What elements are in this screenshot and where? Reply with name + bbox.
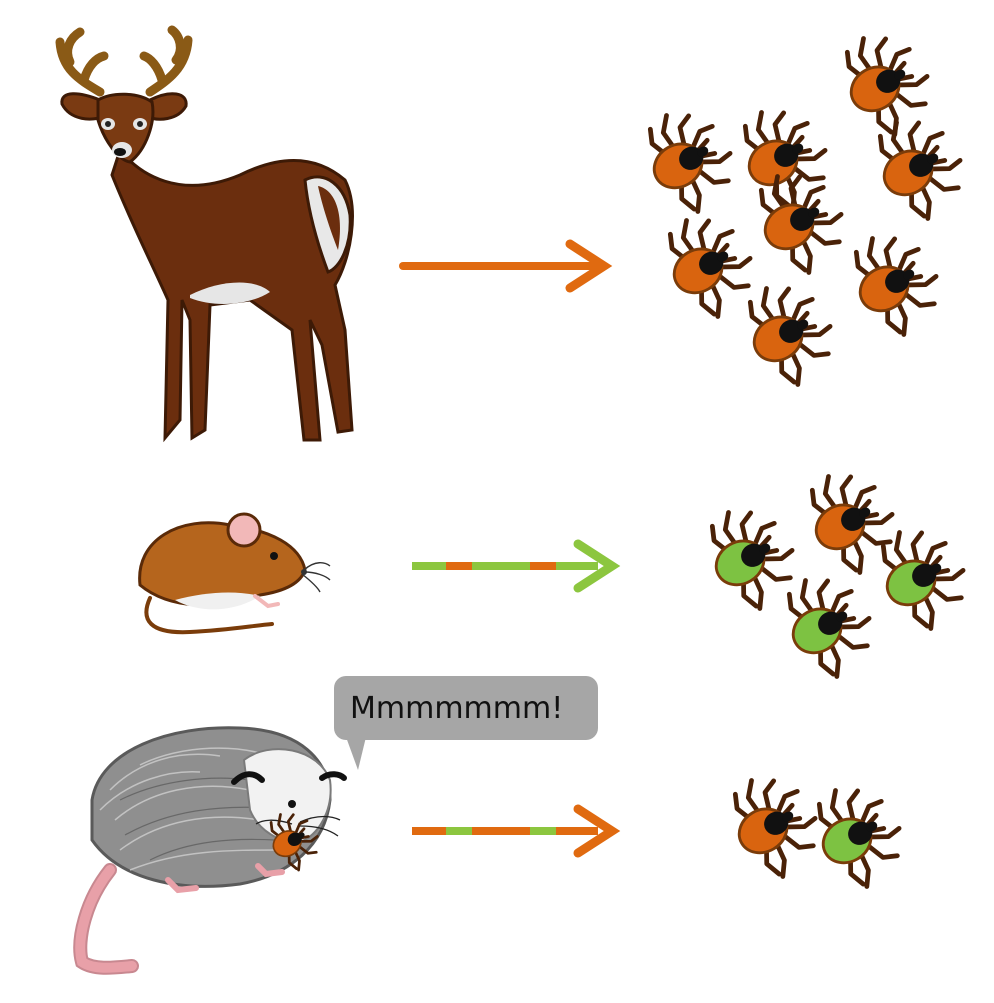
- arrow-dashed-orange-green: [412, 804, 621, 858]
- infected-tick-icon: [717, 762, 832, 886]
- speech-bubble: Mmmmmmm!: [334, 676, 598, 770]
- infected-tick-icon: [732, 270, 847, 394]
- opossum-tick-group: [717, 762, 916, 896]
- mouse-icon: [138, 512, 331, 635]
- opossum-icon: [73, 726, 347, 975]
- uninfected-tick-icon: [801, 772, 916, 896]
- uninfected-tick-icon: [771, 562, 886, 686]
- speech-bubble-text: Mmmmmmm!: [350, 691, 563, 726]
- infected-tick-icon: [632, 97, 747, 221]
- deer-icon: [55, 25, 354, 443]
- infected-tick-icon: [727, 94, 842, 218]
- mouse-tick-group: [694, 458, 980, 686]
- infected-tick-icon: [838, 220, 953, 344]
- arrow-dashed-green-orange: [412, 539, 621, 593]
- infected-tick-icon: [829, 20, 944, 144]
- uninfected-tick-icon: [865, 514, 980, 638]
- deer-tick-group: [632, 20, 977, 394]
- arrow-solid-orange: [399, 239, 613, 293]
